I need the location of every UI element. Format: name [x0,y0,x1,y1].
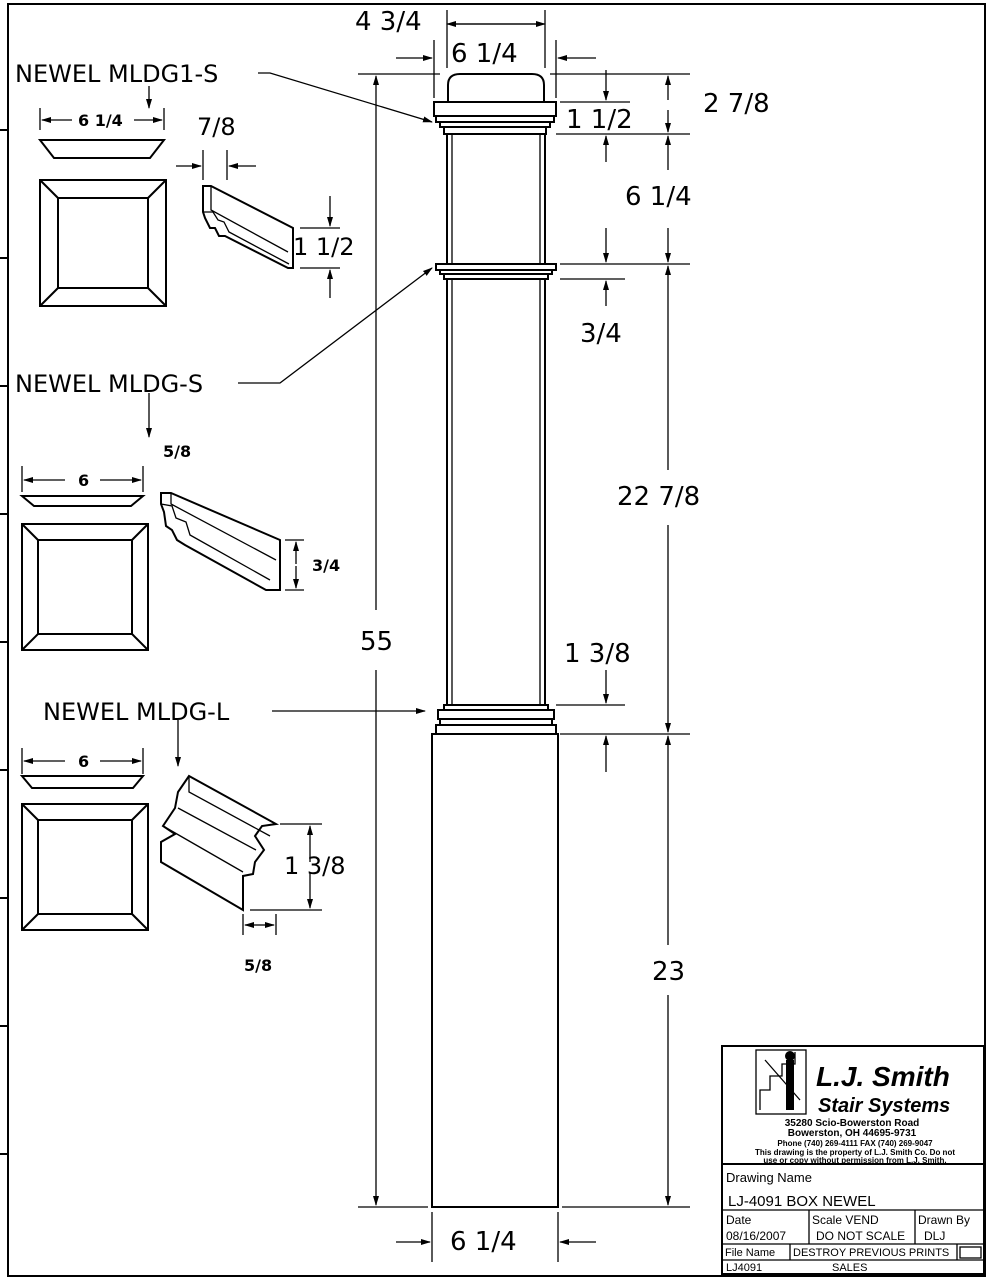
dim-mldg-l-height: 1 3/8 [564,639,631,669]
border-ticks [0,129,8,1155]
dim-mid-shaft: 22 7/8 [617,482,700,512]
date-label: Date [726,1213,752,1227]
dimension-labels: 4 3/4 6 1/4 1 1/2 2 7/8 6 1/4 3/4 22 7/8… [355,7,770,1257]
drawing-name-label: Drawing Name [726,1170,812,1185]
drawn-by-label: Drawn By [918,1213,970,1227]
detail-ms-proj: 5/8 [163,442,191,461]
detail-ml-width: 6 [78,752,89,771]
dim-top-total: 2 7/8 [703,89,770,119]
m1-profile-top [37,139,167,159]
destroy-notice: DESTROY PREVIOUS PRINTS [793,1247,949,1259]
callout-mldg1-s: NEWEL MLDG1-S [15,60,218,88]
company-name: L.J. Smith [816,1061,950,1092]
middle-shaft [446,278,546,706]
address-line-1: 35280 Scio-Bowerston Road [785,1118,919,1129]
dim-upper-shaft: 6 1/4 [625,182,692,212]
m1-moulding-3d [202,185,294,269]
detail-m1-width: 6 1/4 [78,111,123,130]
detail-mldg-s: 6 5/8 3/4 [19,393,340,651]
scale-value: DO NOT SCALE [816,1229,905,1243]
phone-fax: Phone (740) 269-4111 FAX (740) 269-9047 [777,1139,933,1148]
title-block: L.J. Smith Stair Systems 35280 Scio-Bowe… [721,1045,985,1275]
newel-post [431,73,559,1208]
detail-m1-height: 1 1/2 [293,233,355,261]
sales-label: SALES [832,1262,867,1274]
ms-profile-top [19,495,146,507]
file-name-label: File Name [725,1247,775,1259]
dim-cap-height: 1 1/2 [566,105,633,135]
company-logo: L.J. Smith Stair Systems [755,1049,950,1117]
date-value: 08/16/2007 [726,1229,786,1243]
dim-top-width: 4 3/4 [355,7,422,37]
detail-mldg1-s: 6 1/4 7/8 1 1/2 [37,86,355,307]
drawing-name: LJ-4091 BOX NEWEL [728,1193,876,1210]
upper-shaft [446,133,546,265]
file-name-value: LJ4091 [726,1262,762,1274]
detail-ml-proj: 5/8 [244,956,272,975]
detail-ms-height: 3/4 [312,556,340,575]
dim-base-height: 23 [652,957,685,987]
legal-line-1: This drawing is the property of L.J. Smi… [755,1148,955,1157]
drawn-by-value: DLJ [924,1229,945,1243]
sheet-border [7,3,986,1277]
ml-profile-top [19,775,146,789]
ms-moulding-3d [160,492,281,591]
scale-label: Scale VEND [812,1213,879,1227]
ml-plan-outer [21,803,149,931]
detail-m1-proj: 7/8 [197,113,236,141]
address-line-2: Bowerston, OH 44695-9731 [788,1128,917,1139]
callout-mldg-s: NEWEL MLDG-S [15,370,203,398]
detail-ms-width: 6 [78,471,89,490]
dim-cap-width: 6 1/4 [451,39,518,69]
legal-line-2: use or copy without permission from L.J.… [763,1156,946,1165]
newel-top-cap [447,73,545,103]
stamp-mark [959,1246,982,1259]
m1-plan-outer [39,179,167,307]
dim-base-width: 6 1/4 [450,1227,517,1257]
detail-mldg-l: 6 1 3/8 5/8 [19,720,346,975]
cap-moulding [433,101,557,117]
newel-base [431,733,559,1208]
dim-overall-height: 55 [360,627,393,657]
dim-mldg-s-height: 3/4 [580,319,622,349]
callout-mldg-l: NEWEL MLDG-L [43,698,230,726]
company-division: Stair Systems [818,1095,950,1117]
callout-leaders [238,72,433,714]
detail-ml-height: 1 3/8 [284,852,346,880]
ms-plan-outer [21,523,149,651]
dimension-lines [358,10,690,1262]
ml-moulding-3d [160,774,280,912]
